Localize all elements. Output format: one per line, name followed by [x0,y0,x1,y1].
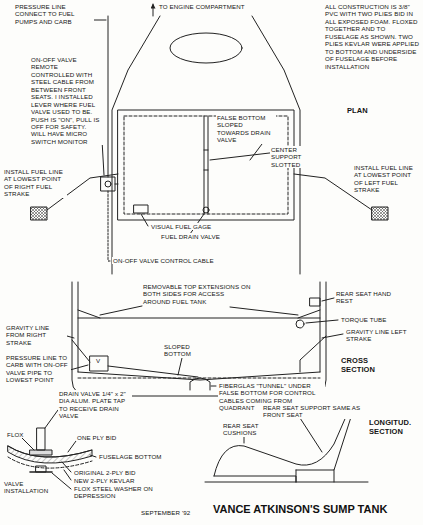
leader-line [68,441,76,452]
leader-line [90,455,96,457]
fuselage-bottom [8,446,92,463]
kevlar-ply [8,457,92,468]
note-label: GRAVITY LINE LEFT STRAKE [345,328,421,343]
fuel-gage [134,205,148,213]
note-label: SLOPED BOTTOM [163,343,205,358]
center-support [204,116,205,214]
note-label: FUSELAGE BOTTOM [98,453,163,460]
direction-arrow [153,4,154,16]
note-label: PLAN [346,106,369,115]
leader-line [244,436,245,443]
seat-support [296,470,334,482]
note-label: PRESSURE LINE TO CARB WITH ON-OFF VALVE … [5,354,71,384]
leader-line [52,473,71,489]
leader-line [141,214,148,226]
note-label: PRESSURE LINE CONNECT TO FUEL PUMPS AND … [14,3,94,25]
sloped-bottom [78,372,320,380]
tank-outline [118,110,294,220]
leader-line [322,334,343,338]
note-label: ON-OFF VALVE CONTROL CABLE [112,257,215,264]
note-label: VALVE INSTALLATION [3,480,35,495]
leader-line [62,462,71,472]
cable-tunnel [190,378,210,390]
torque-tube [296,320,304,328]
note-label: ALL CONSTRUCTION IS 3/8" PVC WITH TWO PL… [324,3,421,70]
note-label: ONE PLY BID [76,434,117,441]
note-label: CENTER SUPPORT SLOTTED [270,146,322,168]
leader-line [70,365,88,370]
valve-lever [105,181,111,187]
gravity-line [300,336,326,372]
drain-valve-stem [36,466,46,472]
note-label: REAR SEAT CUSHIONS [222,422,270,437]
fuselage-inner-wall [78,282,320,372]
leader-line [102,140,104,175]
note-label: TORQUE TUBE [340,316,388,323]
strake-fuel-pickup [31,207,47,220]
fuselage-floor [205,482,368,483]
note-label: TO ENGINE COMPARTMENT [158,3,246,10]
leader-line [93,20,106,21]
note-label: DRAIN VALVE 1/4" x 2" DIA ALUM. PLATE TA… [58,390,132,420]
top-extension [78,310,320,318]
fuselage-side [112,16,160,274]
note-label: FLOX STEEL WASHER ON DEPRESSION [73,485,155,500]
drawing-title: VANCE ATKINSON'S SUMP TANK [213,503,387,515]
drain-valve-body [37,428,45,450]
pressure-line [115,184,118,185]
tank-top [78,318,320,319]
note-label: GRAVITY LINE FROM RIGHT STRAKE [5,324,67,346]
steel-washer [30,471,52,473]
leader-line [100,306,298,315]
fuselage-side [252,16,300,274]
note-label: REMOVABLE TOP EXTENSIONS ON BOTH SIDES F… [142,283,254,305]
leader-line [211,386,216,387]
leader-line [22,438,34,450]
leader-line [64,470,71,480]
hand-rest [310,298,320,306]
on-off-valve [101,177,115,191]
pressure-line [108,16,109,177]
leader-line [178,358,182,375]
note-label: VISUAL FUEL GAGE [150,223,212,230]
leader-line [322,298,334,301]
note-label: FLOX [6,431,25,438]
drain-valve [203,207,209,213]
note-label: ON-OFF VALVE REMOTE CONTROLLED WITH STEE… [30,56,104,145]
note-label: LONGITUD. SECTION [368,418,418,436]
note-label: CROSS SECTION [340,356,392,374]
seat-cushion [214,412,348,476]
on-off-valve [90,356,108,371]
fuselage-section [72,282,326,396]
note-label: ORIGINAL 2-PLY BID [73,469,137,476]
pressure-pipe [108,366,198,377]
canopy-outline [170,33,242,63]
note-label: REAR SEAT SUPPORT SAME AS FRONT SEAT [262,404,376,419]
leader-line [67,336,74,338]
strake-fuel-pickup [372,207,388,220]
control-cable [108,191,110,261]
leader-line [306,320,338,323]
seat-support [214,414,352,482]
note-label: FUEL DRAIN VALVE [160,233,221,240]
aluminum-plate [30,450,52,455]
note-label: FALSE BOTTOM SLOPED TOWARDS DRAIN VALVE [216,114,276,144]
leader-line [300,418,322,452]
leader-line [45,410,58,428]
note-label: INSTALL FUEL LINE AT LOWEST POINT OF RIG… [3,168,67,198]
center-support [208,116,209,214]
note-label: REAR SEAT HAND REST [335,290,399,305]
note-label: SEPTEMBER '92 [140,509,191,516]
leader-line [210,152,278,160]
note-label: INSTALL FUEL LINE AT LOWEST POINT OF LEF… [353,164,421,194]
note-label: V [95,357,101,364]
note-label: NEW 2-PLY KEVLAR [73,477,136,484]
gravity-line [72,340,90,362]
support-slot [204,150,208,170]
